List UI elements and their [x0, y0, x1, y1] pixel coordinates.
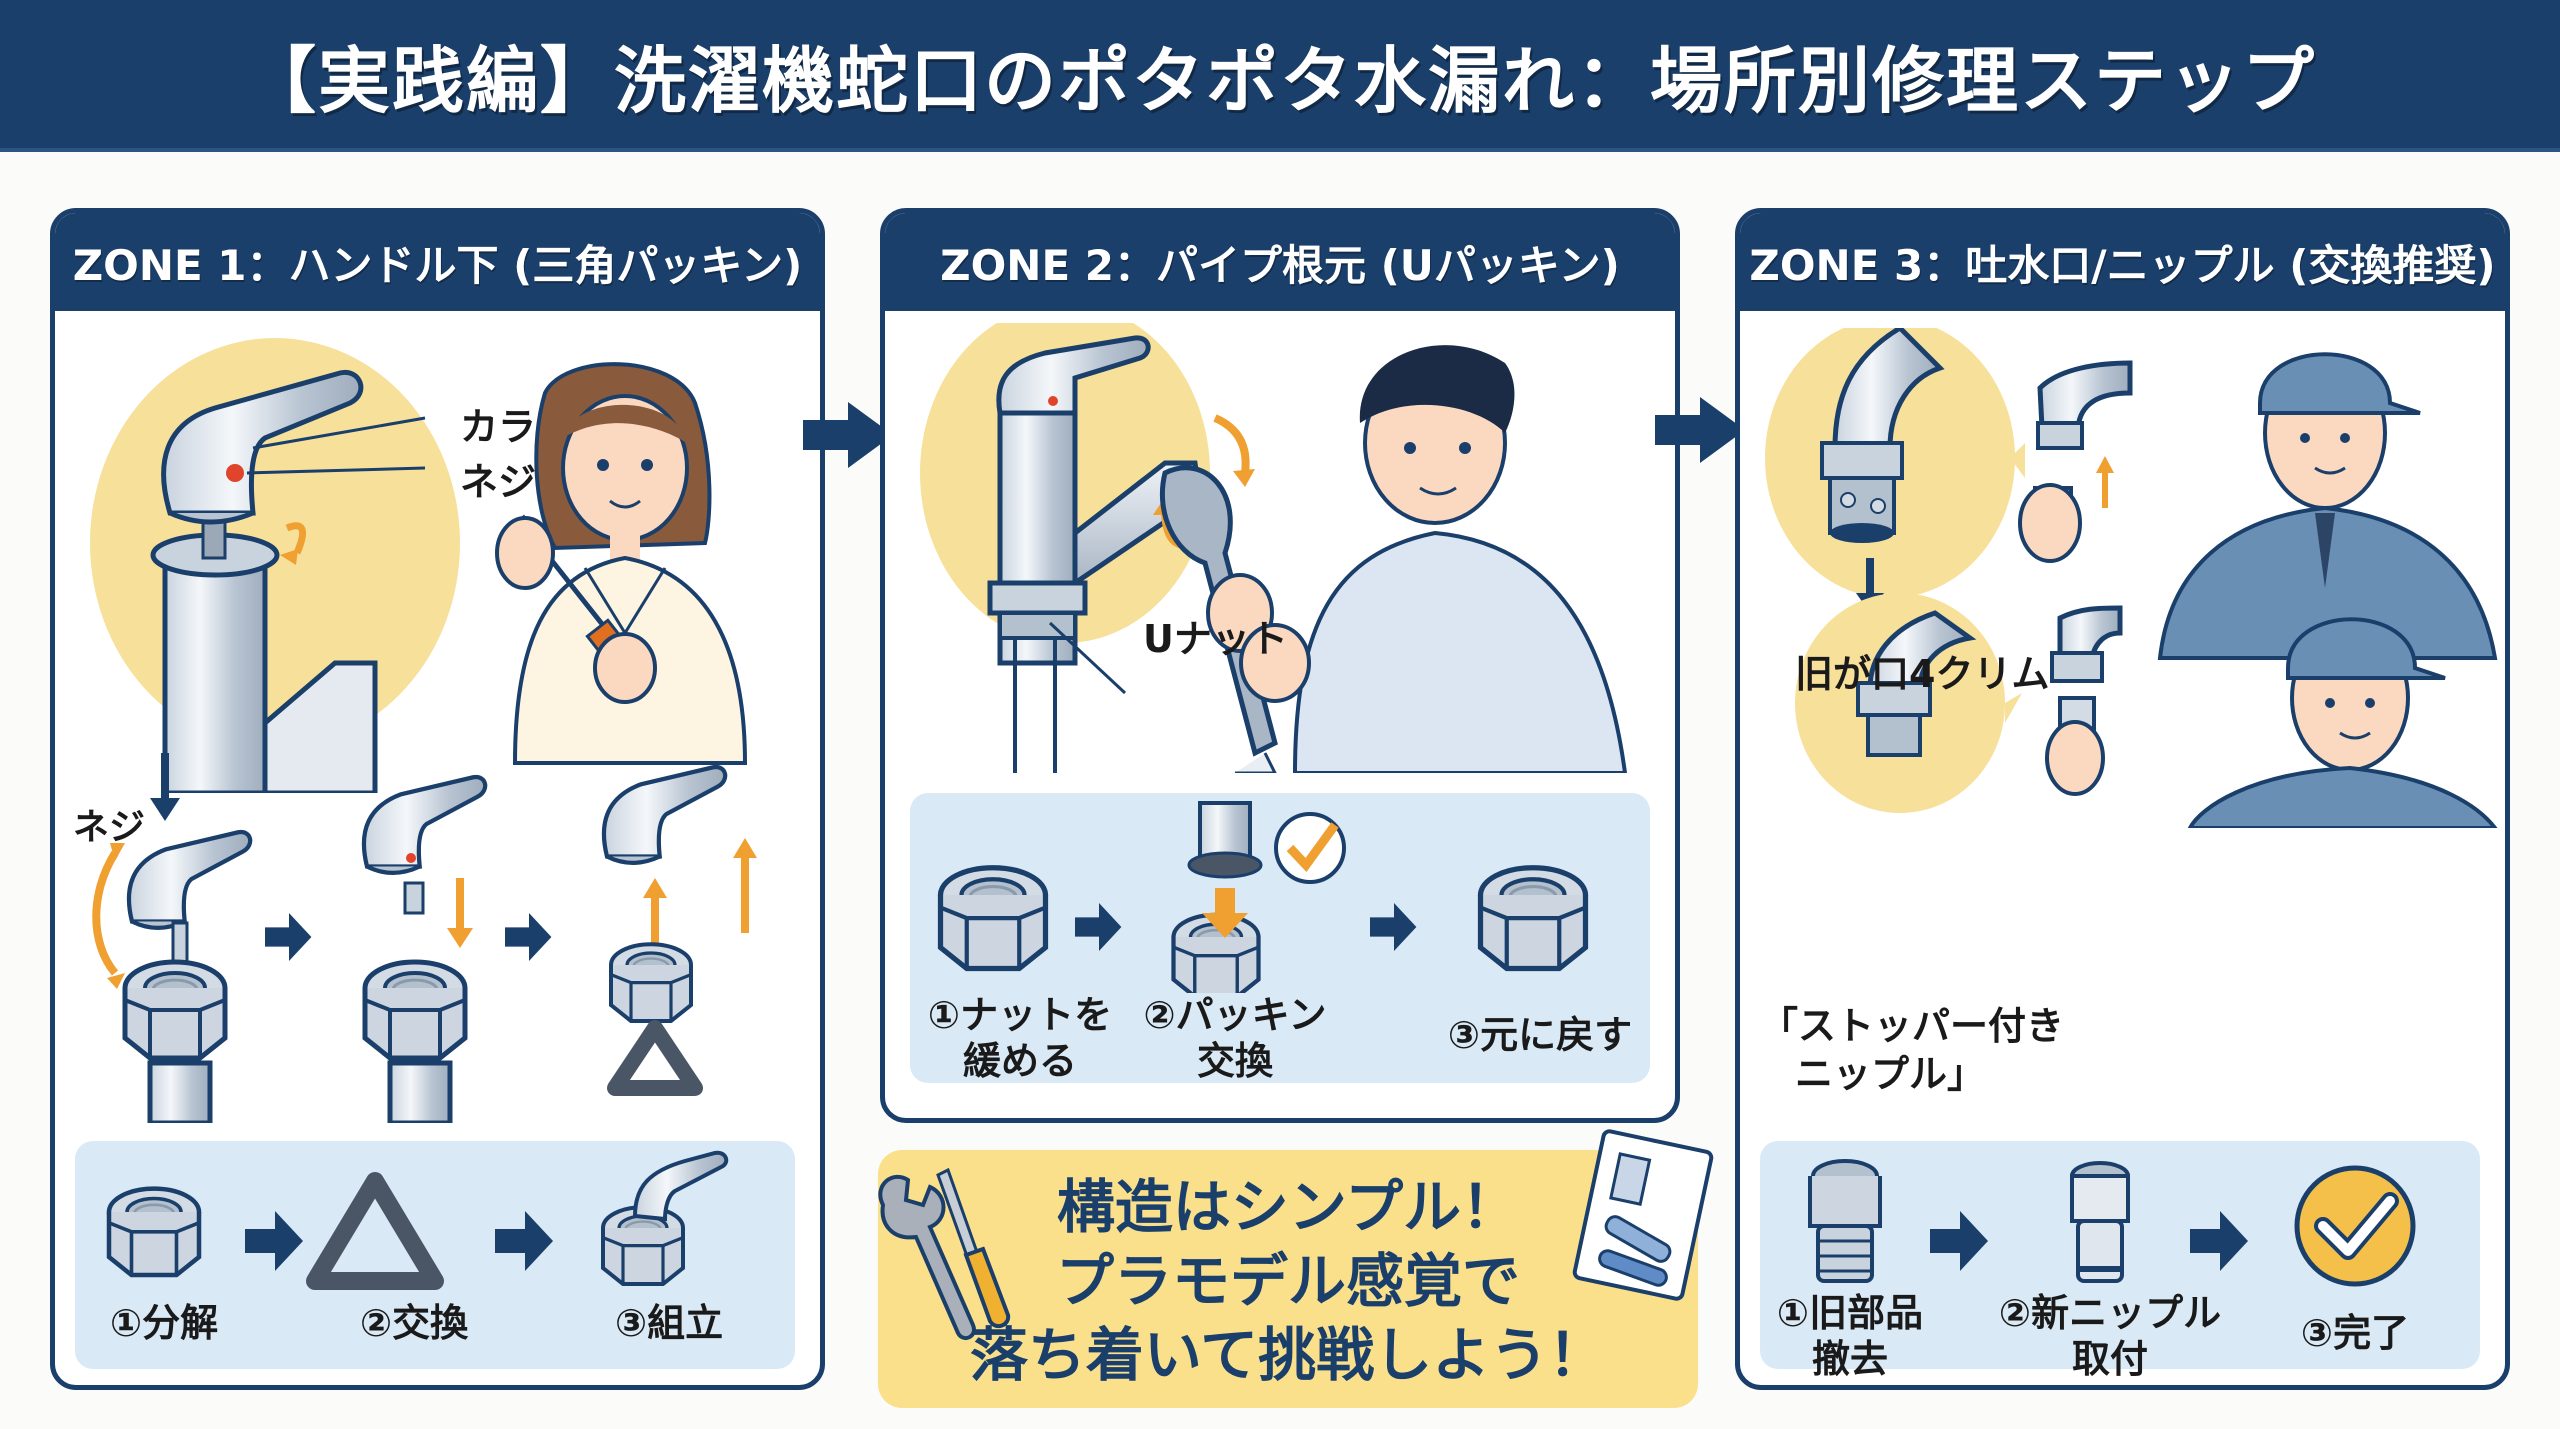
page-title: 【実践編】洗濯機蛇口のポタポタ水漏れ：場所別修理ステップ	[243, 38, 2316, 123]
spout-removal-illustration	[1765, 328, 2498, 828]
step-1-label: ①分解	[110, 1301, 219, 1345]
plastic-model-kit-icon	[1572, 1129, 1714, 1301]
triangle-packing-icon	[306, 1172, 444, 1290]
flow-arrow-icon	[1655, 397, 1745, 463]
zone-2-panel: ZONE 2：パイプ根元 (Uパッキン) Uナット	[880, 208, 1680, 1123]
title-bar: 【実践編】洗濯機蛇口のポタポタ水漏れ：場所別修理ステップ	[0, 0, 2560, 152]
disassembly-sequence-illustration	[92, 753, 757, 1123]
check-circle-icon	[2294, 1165, 2416, 1287]
zone-2-step-icons	[910, 801, 1650, 993]
man-with-wrench-illustration	[920, 323, 1628, 773]
nut-icon	[109, 1189, 199, 1275]
flow-arrow-icon	[803, 402, 893, 468]
zone-1-header: ZONE 1：ハンドル下 (三角パッキン)	[55, 213, 820, 311]
callout-text: 構造はシンプル！ プラモデル感覚で 落ち着いて挑戦しよう！	[969, 1173, 1607, 1390]
step-1-label: ①ナットを 緩める	[927, 993, 1113, 1083]
nut-icon	[941, 868, 1046, 969]
wrench-screwdriver-icon	[878, 1167, 1011, 1341]
nut-icon	[1481, 868, 1586, 969]
screw-label-small: ネジ	[73, 807, 146, 848]
handle-closeup-illustration	[90, 338, 460, 793]
arrow-right-icon	[1930, 1211, 1988, 1271]
stopper-nipple-label: 「ストッパー付き ニップル」	[1760, 1004, 2065, 1096]
zone-3-step-icons	[1808, 1159, 2416, 1287]
encouragement-callout: 構造はシンプル！ プラモデル感覚で 落ち着いて挑戦しよう！	[878, 1129, 1714, 1408]
arrow-right-icon	[1370, 903, 1417, 951]
arrow-right-icon	[245, 1211, 303, 1271]
arrow-right-icon	[495, 1211, 553, 1271]
zone-1-steps: ①分解 ②交換 ③組立	[75, 1141, 795, 1369]
zone-3-panel: ZONE 3：吐水口/ニップル (交換推奨)	[1735, 208, 2510, 1390]
old-part-label: 旧が口4クリム	[1795, 652, 2050, 696]
zone-2-steps: ①ナットを 緩める ②パッキン 交換 ③元に戻す	[910, 793, 1650, 1083]
packing-insert-icon	[1174, 801, 1346, 993]
zone-3-steps: ①旧部品 撤去 ②新ニップル 取付 ③完了	[1760, 1141, 2480, 1381]
zone-3-header: ZONE 3：吐水口/ニップル (交換推奨)	[1740, 213, 2505, 311]
zone-1-step-icons	[75, 1150, 729, 1290]
step-3-label: ③組立	[615, 1301, 724, 1345]
screw-marker-icon	[226, 464, 244, 482]
u-nut-label: Uナット	[1143, 617, 1288, 661]
step-3-label: ③元に戻す	[1447, 1013, 1633, 1057]
arrow-right-icon	[1075, 903, 1122, 951]
step-3-label: ③完了	[2300, 1311, 2410, 1355]
step-2-label: ②交換	[360, 1301, 469, 1345]
old-nipple-icon	[1808, 1159, 1882, 1283]
step-2-label: ②パッキン 交換	[1143, 993, 1327, 1083]
zone-2-header: ZONE 2：パイプ根元 (Uパッキン)	[885, 213, 1675, 311]
arrow-right-icon	[2190, 1211, 2248, 1271]
screw-label: ネジ	[460, 460, 537, 504]
new-nipple-icon	[2070, 1161, 2130, 1283]
woman-with-screwdriver-illustration	[495, 362, 748, 765]
step-2-label: ②新ニップル 取付	[1998, 1291, 2222, 1381]
step-1-label: ①旧部品 撤去	[1776, 1291, 1924, 1381]
zone-1-panel: ZONE 1：ハンドル下 (三角パッキン) カラー ネジ	[50, 208, 825, 1390]
